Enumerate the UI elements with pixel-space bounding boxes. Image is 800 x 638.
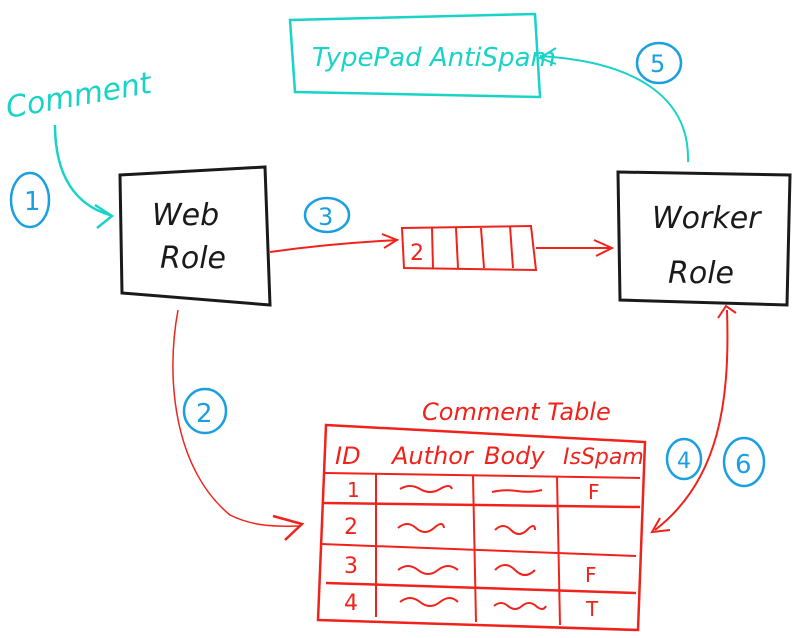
cell-id: 1	[347, 478, 360, 502]
cell-id: 3	[344, 554, 358, 579]
worker-to-typepad-arrow-head	[537, 47, 557, 65]
step-1-number: 1	[24, 187, 41, 217]
table-row: 2	[344, 515, 536, 540]
table-header-author: Author	[390, 442, 475, 470]
worker-role-label-line1: Worker	[652, 201, 762, 236]
worker-table-double-arrow	[654, 309, 729, 531]
queue-slot-divider	[431, 227, 434, 269]
table-row-divider	[324, 472, 641, 479]
worker-table-arrow-head-up	[717, 304, 737, 319]
queue-item: 2	[410, 241, 424, 266]
table-row-divider	[325, 581, 637, 595]
table-row-divider	[320, 543, 637, 557]
cell-id: 2	[344, 515, 358, 540]
queue-slot-divider	[509, 225, 514, 269]
table-header-body: Body	[484, 442, 545, 470]
step-6-badge: 6	[722, 436, 766, 488]
cell-body-squiggle	[494, 564, 536, 576]
typepad-label: TypePad AntiSpam	[312, 43, 556, 73]
table-header-isspam: IsSpam	[563, 445, 644, 470]
cell-isspam: T	[585, 597, 599, 621]
worker-table-arrow-head-down	[650, 517, 671, 534]
queue-slot-divider	[455, 227, 459, 269]
cell-id: 4	[344, 591, 358, 616]
cell-body-squiggle	[494, 525, 536, 535]
worker-role-box	[616, 170, 792, 307]
table-outer-border	[316, 423, 647, 632]
step-2-badge: 2	[182, 387, 228, 435]
table-title: Comment Table	[422, 398, 611, 426]
step-5-number: 5	[650, 50, 665, 78]
step-4-badge: 4	[665, 437, 703, 481]
typepad-box	[288, 12, 542, 99]
cell-author-squiggle	[399, 597, 459, 607]
web-role-label-line2: Role	[160, 241, 226, 276]
queue-box	[400, 224, 538, 272]
step-5-badge: 5	[635, 41, 683, 85]
queue-to-worker-arrow-head	[593, 239, 615, 257]
table-col-divider	[556, 475, 561, 626]
cell-author-squiggle	[399, 485, 453, 493]
comment-arrow	[53, 124, 111, 217]
table-row: 4 T	[344, 591, 599, 621]
web-role-box	[118, 165, 272, 307]
table-row: 3 F	[344, 554, 597, 587]
web-to-queue-arrow	[269, 239, 399, 253]
cell-author-squiggle	[397, 523, 445, 533]
table-row: 1 F	[347, 478, 600, 504]
comment-arrow-head	[94, 203, 115, 229]
step-4-number: 4	[677, 449, 691, 474]
step-6-number: 6	[735, 450, 752, 480]
step-2-number: 2	[196, 399, 213, 429]
worker-role-label-line2: Role	[668, 256, 734, 291]
cell-body-squiggle	[493, 602, 547, 610]
step-1-badge: 1	[9, 171, 51, 229]
cell-author-squiggle	[397, 565, 459, 575]
web-to-table-arrow	[172, 309, 301, 527]
comment-label: Comment	[3, 66, 155, 126]
web-to-queue-arrow-head	[381, 233, 400, 249]
table-header-id: ID	[335, 442, 361, 470]
step-3-badge: 3	[303, 196, 351, 234]
queue-slot-divider	[480, 227, 485, 269]
table-col-divider	[472, 475, 477, 623]
worker-to-typepad-arrow	[539, 55, 690, 163]
cell-body-squiggle	[491, 489, 543, 493]
step-3-number: 3	[318, 203, 333, 231]
cell-isspam: F	[585, 563, 597, 587]
cell-isspam: F	[588, 480, 600, 504]
web-to-table-arrow-head	[272, 514, 305, 541]
web-role-label-line1: Web	[152, 198, 219, 233]
